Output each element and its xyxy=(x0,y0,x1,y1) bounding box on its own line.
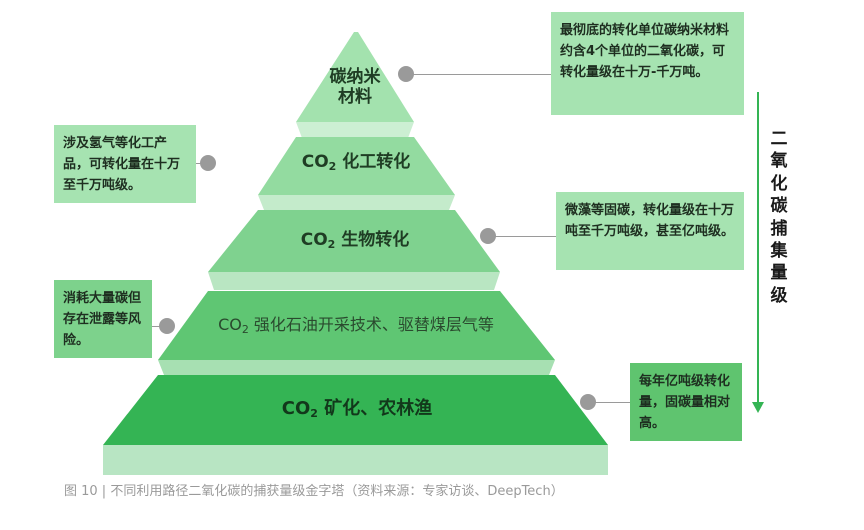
connector-dot-4 xyxy=(159,318,175,334)
figure-caption: 图 10 | 不同利用路径二氧化碳的捕获量级金字塔（资料来源：专家访谈、Deep… xyxy=(64,484,564,499)
connector-line-3 xyxy=(488,235,556,237)
tier-label-line-1: 碳纳米 xyxy=(329,67,381,87)
magnitude-arrow-head xyxy=(752,402,764,413)
tier-label-carbon-nanomaterial: 碳纳米 材料 xyxy=(300,67,410,108)
co2-subscript: 2 xyxy=(310,407,318,420)
tier-label-enhanced-oil-recovery: CO2 强化石油开采技术、驱替煤层气等 xyxy=(162,315,550,336)
connector-dot-5 xyxy=(580,394,596,410)
connector-dot-1 xyxy=(398,66,414,82)
co2-text: CO xyxy=(301,152,329,172)
tier-carbon-nanomaterial-face xyxy=(296,32,414,122)
connector-line-1 xyxy=(406,73,551,75)
tier-label-chemical-conversion: CO2 化工转化 xyxy=(258,152,454,173)
tier-enhanced-oil-recovery-face xyxy=(158,291,555,360)
tier-label-biological-conversion: CO2 生物转化 xyxy=(210,230,500,251)
tier-carbon-nanomaterial-base xyxy=(296,122,414,138)
co2-text: CO xyxy=(218,315,242,334)
tier-mineralization-face xyxy=(103,375,608,445)
connector-line-5 xyxy=(588,401,630,403)
tier-mineralization-base xyxy=(103,445,608,475)
co2-subscript: 2 xyxy=(328,160,337,173)
tier-text: 强化石油开采技术、驱替煤层气等 xyxy=(248,315,494,334)
note-enhanced-oil-recovery: 消耗大量碳但存在泄露等风险。 xyxy=(54,280,152,358)
tier-biological-conversion-base xyxy=(208,272,500,290)
tier-label-mineralization: CO2 矿化、农林渔 xyxy=(108,398,606,420)
tier-label-line-2: 材料 xyxy=(338,87,372,108)
tier-text: 矿化、农林渔 xyxy=(317,398,433,419)
note-mineralization: 每年亿吨级转化量，固碳量相对高。 xyxy=(630,363,742,441)
co2-subscript: 2 xyxy=(241,323,249,336)
tier-biological-conversion-face xyxy=(208,210,500,272)
tier-chemical-conversion-face xyxy=(258,137,455,195)
co2-subscript: 2 xyxy=(327,238,336,251)
tier-text: 化工转化 xyxy=(336,152,411,172)
tier-chemical-conversion-base xyxy=(258,195,455,210)
connector-dot-2 xyxy=(200,155,216,171)
capture-magnitude-title: 二氧化碳捕集量级 xyxy=(770,129,788,306)
co2-text: CO xyxy=(300,230,328,250)
note-carbon-nanomaterial: 最彻底的转化单位碳纳米材料约含4个单位的二氧化碳，可转化量级在十万-千万吨。 xyxy=(551,12,744,115)
magnitude-arrow-line xyxy=(757,92,759,404)
tier-enhanced-oil-recovery-base xyxy=(158,360,555,375)
co2-text: CO xyxy=(281,398,311,419)
note-biological-conversion: 微藻等固碳，转化量级在十万吨至千万吨级，甚至亿吨级。 xyxy=(556,192,744,270)
connector-dot-3 xyxy=(480,228,496,244)
tier-text: 生物转化 xyxy=(335,230,410,250)
note-chemical-conversion: 涉及氢气等化工产品，可转化量在十万至千万吨级。 xyxy=(54,125,196,203)
